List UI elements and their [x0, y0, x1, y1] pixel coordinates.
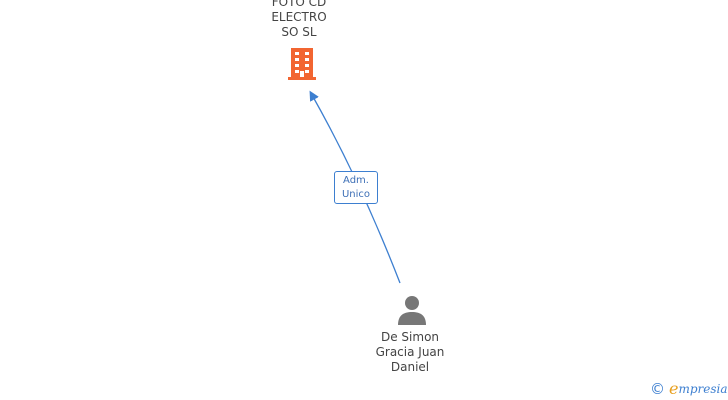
brand-initial: e: [669, 379, 679, 398]
person-name-line: De Simon: [380, 330, 440, 344]
brand-name: mpresia: [678, 382, 728, 396]
company-name-line: ELECTRO: [271, 10, 327, 24]
person-name-line: Daniel: [390, 360, 430, 374]
person-icon[interactable]: [396, 294, 428, 326]
relation-label-line: Unico: [341, 189, 371, 200]
company-name-line: FOTO CD: [271, 0, 327, 9]
company-name[interactable]: FOTO CD ELECTRO SO SL: [249, 0, 349, 40]
relation-label[interactable]: Adm. Unico: [334, 171, 378, 204]
building-icon[interactable]: [286, 47, 318, 81]
person-name-line: Gracia Juan: [375, 345, 445, 359]
copyright-symbol: ©: [650, 380, 665, 398]
person-name[interactable]: De Simon Gracia Juan Daniel: [358, 330, 462, 375]
empresia-watermark: © e mpresia: [650, 379, 728, 399]
company-name-line: SO SL: [281, 25, 317, 39]
relation-label-line: Adm.: [343, 175, 369, 186]
